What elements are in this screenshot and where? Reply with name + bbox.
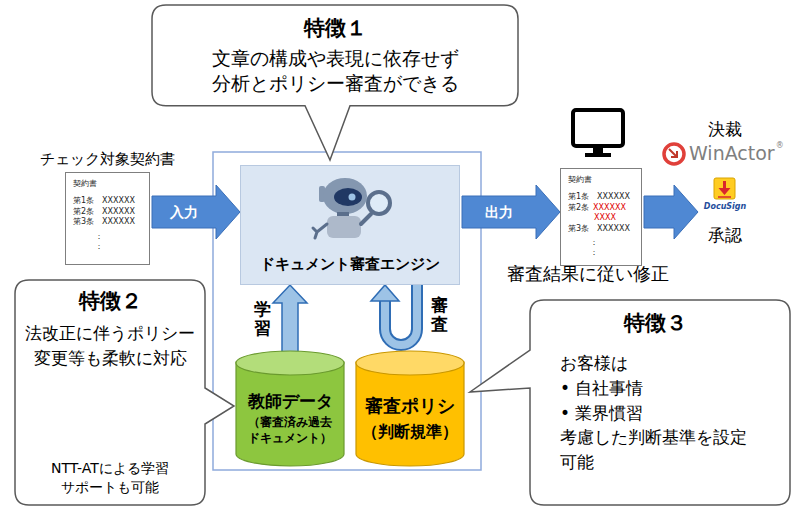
- monitor-neck: [593, 147, 603, 154]
- winactor-logo-text: WinActor: [689, 141, 775, 166]
- block-arrow: [462, 185, 560, 239]
- node-text: （判断規準）: [362, 422, 458, 443]
- robot-illustration: [305, 172, 395, 252]
- winactor-ring: [664, 144, 684, 164]
- node-text: 審査ポリシ: [365, 394, 455, 417]
- node-text: 特徴３: [624, 310, 687, 337]
- robot-eye: [349, 194, 356, 201]
- node-text: ：: [95, 242, 103, 252]
- node-text: 第1条 XXXXXX: [73, 196, 135, 206]
- feature-callout: 特徴１ 文章の構成や表現に依存せず 分析とポリシー審査ができる: [152, 5, 518, 106]
- approval-node: DocuSign 承認: [698, 175, 752, 255]
- docusign-square: [714, 178, 735, 199]
- node-text: 第1条 XXXXXX: [568, 192, 630, 202]
- up-arrow: [273, 285, 307, 352]
- node-text: 教師データ: [248, 390, 333, 412]
- node-text: 法改正に伴うポリシー 変更等も柔軟に対応: [23, 321, 197, 370]
- input-document: チェック対象契約書契約書第1条 XXXXXX第2条 XXXXXX第3条 XXXX…: [65, 172, 150, 265]
- node-text: 契約書: [568, 175, 592, 185]
- learning-arrow: [273, 285, 307, 352]
- feature-callout: 特徴２ 法改正に伴うポリシー 変更等も柔軟に対応 NTT-ATによる学習 サポートも…: [15, 280, 205, 505]
- node-text: お客様は: [560, 351, 628, 376]
- text-row: 第2条 XXXXXX: [568, 203, 626, 213]
- system-frame: [213, 152, 481, 470]
- node-text: 承認: [708, 224, 742, 246]
- callout-outline: [15, 280, 234, 505]
- handoff-arrow: [644, 185, 698, 239]
- node-text: 第3条 XXXXXX: [568, 224, 630, 234]
- node-text: XXXXXX: [593, 203, 626, 213]
- robot-body: [327, 216, 361, 238]
- node-text: ：: [590, 248, 598, 258]
- node-text: 特徴１: [304, 15, 367, 42]
- registered-mark: ®: [776, 141, 784, 151]
- edge-label: 出力: [485, 203, 513, 221]
- node-heading: チェック対象契約書: [40, 150, 175, 170]
- review-policy-cylinder: 審査ポリシ （判断規準）: [355, 350, 465, 467]
- callout-outline: [152, 5, 518, 160]
- node-text: DocuSign: [704, 202, 747, 212]
- monitor-screen: [573, 110, 623, 146]
- monitor-icon: [573, 110, 623, 157]
- review-engine: ドキュメント審査エンジン: [240, 165, 460, 285]
- node-text: 文章の構成や表現に依存せず 分析とポリシー審査ができる: [164, 46, 506, 95]
- node-text: ：: [590, 238, 598, 248]
- winactor-arrow: [669, 149, 677, 157]
- monitor-base: [585, 153, 611, 157]
- output-arrow: [462, 185, 560, 239]
- block-arrow: [152, 185, 240, 239]
- node-text: 第2条 XXXXXX: [73, 207, 135, 217]
- robot-head: [323, 178, 367, 214]
- node-text: 考慮した判断基準を設定可能: [560, 425, 750, 474]
- edge-label: 審査: [431, 296, 448, 333]
- docusign-icon: [714, 178, 735, 199]
- node-text: • 業界慣習: [560, 401, 643, 426]
- callout-outline: [470, 300, 790, 505]
- node-text: 特徴２: [79, 288, 142, 315]
- block-arrow: [644, 185, 698, 239]
- result-note: 審査結果に従い修正: [507, 262, 669, 285]
- cylinder-top: [356, 351, 464, 375]
- decision-label: 決裁: [708, 118, 742, 140]
- output-document: 契約書第1条 XXXXXX第2条XXXXXXXXXX第3条 XXXXXX：：: [560, 168, 642, 266]
- node-text: 契約書: [73, 179, 97, 189]
- docusign-underline: [718, 196, 731, 198]
- cylinder-top: [236, 351, 344, 375]
- node-text: XXXX: [594, 213, 616, 223]
- magnifier: [368, 192, 390, 214]
- winactor-icon: [664, 144, 684, 164]
- robot-visor: [334, 188, 362, 206]
- feature-callout: 特徴３ お客様は• 自社事情• 業界慣習考慮した判断基準を設定可能: [530, 300, 790, 505]
- node-text: NTT-ATによる学習 サポートも可能: [23, 459, 197, 497]
- cylinder-body: [356, 362, 464, 466]
- robot-claw: [313, 224, 327, 238]
- robot-arm: [361, 214, 371, 224]
- edge-label: 入力: [170, 203, 198, 221]
- docusign-arrow-head: [719, 188, 731, 195]
- node-text: （審査済み過去 ドキュメント）: [238, 415, 342, 446]
- cylinder-body: [236, 362, 344, 466]
- input-arrow: [152, 185, 240, 239]
- node-text: ドキュメント審査エンジン: [260, 255, 440, 275]
- node-text: • 自社事情: [560, 376, 643, 401]
- arrow-head: [371, 285, 399, 301]
- node-text: 第3条 XXXXXX: [73, 217, 135, 227]
- review-arrow: [371, 285, 417, 345]
- node-text: ：: [95, 232, 103, 242]
- teacher-data-cylinder: 教師データ （審査済み過去 ドキュメント）: [235, 350, 345, 467]
- node-text: 第2条: [568, 203, 589, 213]
- edge-label: 学習: [254, 300, 271, 337]
